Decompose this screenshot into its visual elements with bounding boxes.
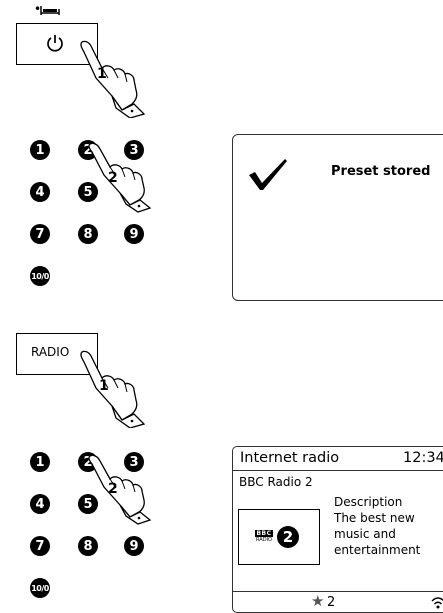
key-8[interactable]: 8 (78, 536, 98, 556)
preset-stored-screen: Preset stored (232, 134, 443, 301)
wifi-signal-icon (430, 596, 443, 610)
preset-number: 2 (327, 595, 335, 611)
checkmark-icon (247, 157, 289, 191)
key-1[interactable]: 1 (30, 140, 50, 160)
key-9[interactable]: 9 (124, 224, 144, 244)
bbc-logo-text: BBC RADIO (255, 530, 273, 543)
key-10-0[interactable]: 10/0 (30, 266, 50, 286)
radio-2-logo: 2 (277, 526, 299, 548)
key-4[interactable]: 4 (30, 494, 50, 514)
step-number: 2 (108, 481, 118, 497)
star-icon: ★ (311, 592, 324, 610)
status-divider (233, 591, 443, 592)
pointing-hand-icon (76, 348, 146, 428)
standby-indicator: • (34, 4, 58, 18)
station-logo: BBC RADIO 2 (238, 509, 320, 565)
pointing-hand-icon (76, 38, 146, 118)
key-8[interactable]: 8 (78, 224, 98, 244)
title-divider (233, 470, 443, 471)
step-number: 1 (97, 66, 107, 82)
power-icon (46, 34, 64, 52)
key-10-0[interactable]: 10/0 (30, 578, 50, 598)
key-1[interactable]: 1 (30, 452, 50, 472)
pointing-hand-icon (88, 454, 160, 526)
key-7[interactable]: 7 (30, 224, 50, 244)
internet-radio-screen: Internet radio 12:34 BBC Radio 2 BBC RAD… (232, 446, 443, 613)
preset-stored-message: Preset stored (331, 164, 430, 179)
pointing-hand-icon (88, 142, 160, 214)
key-9[interactable]: 9 (124, 536, 144, 556)
station-name: BBC Radio 2 (239, 474, 313, 490)
station-description: Description The best new music and enter… (334, 494, 420, 558)
key-4[interactable]: 4 (30, 182, 50, 202)
step-number: 1 (99, 378, 109, 394)
clock-time: 12:34 (403, 450, 443, 466)
step-number: 2 (108, 170, 118, 186)
key-7[interactable]: 7 (30, 536, 50, 556)
radio-button-label: RADIO (31, 345, 69, 359)
bed-icon (40, 5, 60, 17)
screen-title: Internet radio (240, 450, 339, 466)
